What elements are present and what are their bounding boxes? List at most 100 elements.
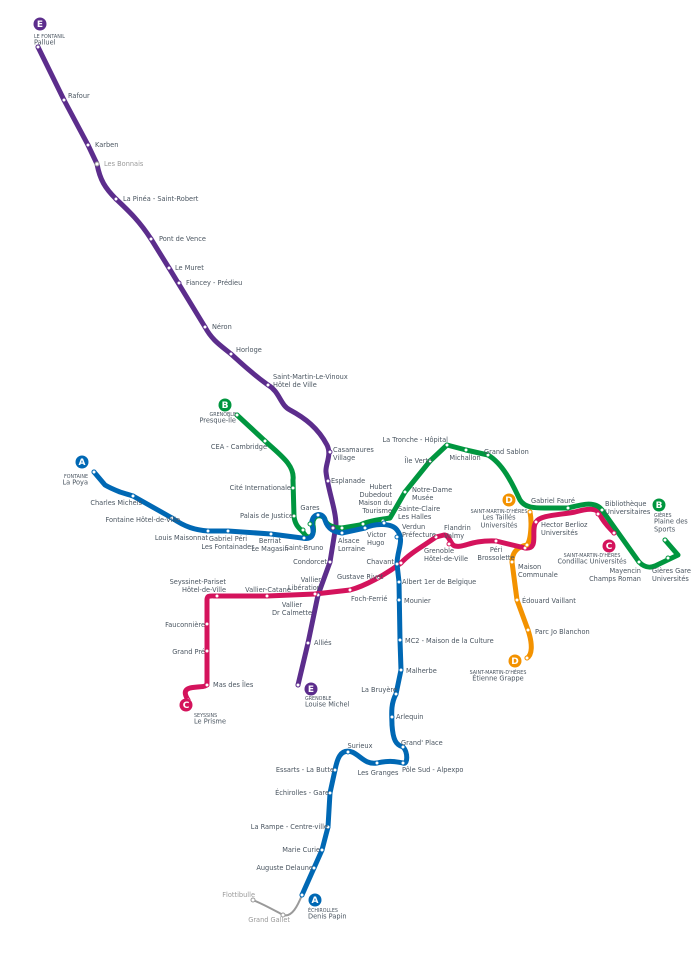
station-label-rafour[interactable]: Rafour xyxy=(68,92,90,100)
station-stop-marker[interactable] xyxy=(300,527,306,533)
station-label-condorcet[interactable]: Condorcet xyxy=(293,558,327,566)
station-stop-marker[interactable] xyxy=(204,648,210,654)
station-label-horloge[interactable]: Horloge xyxy=(236,346,262,354)
station-label-ileverte[interactable]: Île Verte xyxy=(405,456,432,465)
station-stop-marker[interactable] xyxy=(290,485,296,491)
line-e-badge[interactable]: E xyxy=(33,17,47,31)
station-stop-marker[interactable] xyxy=(330,525,336,531)
line-c-badge[interactable]: C xyxy=(602,539,616,553)
station-label-fontainehdv[interactable]: Fontaine Hôtel-de-Ville xyxy=(105,516,180,524)
line-b-badge[interactable]: B xyxy=(218,398,232,412)
station-stop-marker[interactable] xyxy=(565,505,571,511)
station-stop-marker[interactable] xyxy=(319,847,325,853)
station-label-grandpre[interactable]: Grand Pré xyxy=(172,648,205,656)
line-d-track[interactable] xyxy=(509,509,534,661)
station-stop-marker[interactable] xyxy=(250,897,256,903)
station-label-echgare[interactable]: Échirolles - Gare xyxy=(275,788,329,797)
station-label-vcatane[interactable]: Vallier-Catane xyxy=(245,586,291,594)
station-stop-marker[interactable] xyxy=(393,691,399,697)
station-label-neron[interactable]: Néron xyxy=(212,323,232,331)
station-stop-marker[interactable] xyxy=(280,912,286,918)
station-stop-marker[interactable] xyxy=(295,682,301,688)
station-label-karben[interactable]: Karben xyxy=(95,141,118,149)
station-stop-marker[interactable] xyxy=(325,824,331,830)
line-c-badge[interactable]: C xyxy=(179,698,193,712)
station-stop-marker[interactable] xyxy=(339,525,345,531)
line-e-badge[interactable]: E xyxy=(304,682,318,696)
station-stop-marker[interactable] xyxy=(169,515,175,521)
station-stop-marker[interactable] xyxy=(214,593,220,599)
station-label-saintbruno[interactable]: Saint-Bruno xyxy=(285,544,324,552)
line-a-badge[interactable]: A xyxy=(308,893,322,907)
station-label-grandsablon[interactable]: Grand Sablon xyxy=(484,448,529,456)
station-label-bonnais[interactable]: Les Bonnais xyxy=(104,160,144,168)
station-stop-marker[interactable] xyxy=(665,555,671,561)
station-label-tronche[interactable]: La Tronche - Hôpital xyxy=(382,436,448,444)
station-stop-marker[interactable] xyxy=(595,511,601,517)
station-stop-marker[interactable] xyxy=(362,525,368,531)
station-stop-marker[interactable] xyxy=(205,528,211,534)
station-stop-marker[interactable] xyxy=(345,749,351,755)
station-stop-marker[interactable] xyxy=(389,714,395,720)
station-stop-marker[interactable] xyxy=(299,892,305,898)
station-label-pontvence[interactable]: Pont de Vence xyxy=(159,235,206,243)
station-stop-marker[interactable] xyxy=(533,519,539,525)
station-label-surieux[interactable]: Surieux xyxy=(347,742,372,750)
station-stop-marker[interactable] xyxy=(148,236,154,242)
station-stop-marker[interactable] xyxy=(305,640,311,646)
station-stop-marker[interactable] xyxy=(339,530,345,536)
station-label-muret[interactable]: Le Muret xyxy=(175,264,204,272)
station-stop-marker[interactable] xyxy=(130,493,136,499)
station-label-larampe[interactable]: La Rampe - Centre-ville xyxy=(251,823,328,831)
station-label-gustaverivet[interactable]: Gustave Rivet xyxy=(337,573,384,581)
station-stop-marker[interactable] xyxy=(347,587,353,593)
station-stop-marker[interactable] xyxy=(463,447,469,453)
station-stop-marker[interactable] xyxy=(396,597,402,603)
station-stop-marker[interactable] xyxy=(327,790,333,796)
station-stop-marker[interactable] xyxy=(234,412,240,418)
station-label-palais[interactable]: Palais de Justice xyxy=(240,512,293,520)
station-stop-marker[interactable] xyxy=(262,438,268,444)
station-stop-marker[interactable] xyxy=(394,534,400,540)
station-label-mounier[interactable]: Mounier xyxy=(404,597,431,605)
station-stop-marker[interactable] xyxy=(35,44,41,50)
station-stop-marker[interactable] xyxy=(493,538,499,544)
station-stop-marker[interactable] xyxy=(311,865,317,871)
station-stop-marker[interactable] xyxy=(444,442,450,448)
station-label-albert[interactable]: Albert 1er de Belgique xyxy=(402,578,476,586)
station-stop-marker[interactable] xyxy=(662,537,668,543)
station-stop-marker[interactable] xyxy=(398,667,404,673)
station-label-arlequin[interactable]: Arlequin xyxy=(396,713,424,721)
station-stop-marker[interactable] xyxy=(312,591,318,597)
station-label-allies[interactable]: Alliés xyxy=(314,639,332,647)
station-label-fiancey[interactable]: Fiancey - Prédieu xyxy=(186,279,242,287)
station-stop-marker[interactable] xyxy=(265,382,271,388)
station-stop-marker[interactable] xyxy=(204,682,210,688)
station-label-maisonnat[interactable]: Louis Maisonnat xyxy=(155,534,209,542)
station-stop-marker[interactable] xyxy=(611,530,617,536)
station-stop-marker[interactable] xyxy=(264,593,270,599)
station-label-parcjo[interactable]: Parc Jo Blanchon xyxy=(535,628,590,636)
station-stop-marker[interactable] xyxy=(527,509,533,515)
station-label-charlesmichels[interactable]: Charles Michels xyxy=(90,499,142,507)
station-stop-marker[interactable] xyxy=(524,655,530,661)
station-stop-marker[interactable] xyxy=(381,520,387,526)
station-stop-marker[interactable] xyxy=(94,161,100,167)
station-stop-marker[interactable] xyxy=(599,507,605,513)
station-label-labruyere[interactable]: La Bruyère xyxy=(361,686,397,694)
